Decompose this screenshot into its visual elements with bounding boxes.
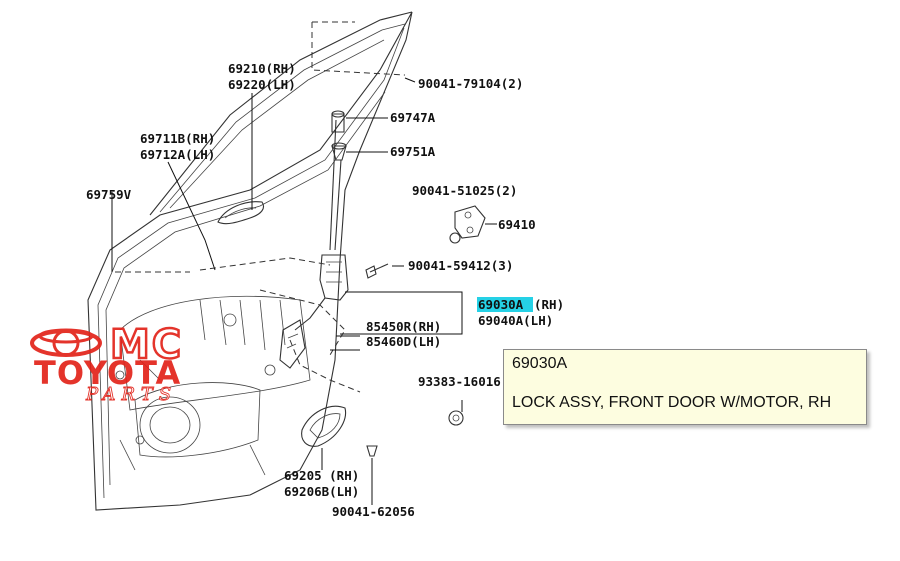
inside-handle — [301, 405, 378, 457]
part-labels: 69210(RH) 69220(LH) 90041-79104(2) 69747… — [86, 61, 564, 519]
label-69030a-side: (RH) — [534, 297, 564, 312]
dashed-guides — [115, 21, 406, 393]
label-69711b[interactable]: 69711B(RH) — [140, 131, 215, 146]
label-69040a[interactable]: 69040A(LH) — [478, 313, 553, 328]
lock-screw — [365, 263, 389, 279]
outside-handle — [217, 201, 265, 225]
leader-lines — [111, 77, 497, 505]
toyota-mc-logo: MC TOYOTA PARTS — [30, 321, 183, 405]
label-93383-16016[interactable]: 93383-16016 — [418, 374, 501, 389]
rod-clips — [331, 110, 347, 161]
grommet — [448, 410, 464, 426]
label-85450r[interactable]: 85450R(RH) — [366, 319, 441, 334]
label-69410[interactable]: 69410 — [498, 217, 536, 232]
logo-brand-text: TOYOTA — [34, 354, 181, 392]
label-69220[interactable]: 69220(LH) — [228, 77, 296, 92]
label-69206b[interactable]: 69206B(LH) — [284, 484, 359, 499]
label-85460d[interactable]: 85460D(LH) — [366, 334, 441, 349]
lock-assembly — [279, 119, 349, 369]
part-tooltip: 69030A LOCK ASSY, FRONT DOOR W/MOTOR, RH — [503, 349, 867, 425]
label-90041-79104[interactable]: 90041-79104(2) — [418, 76, 523, 91]
door-outline — [87, 11, 413, 511]
label-69759v[interactable]: 69759V — [86, 187, 132, 202]
label-90041-62056[interactable]: 90041-62056 — [332, 504, 415, 519]
label-69210[interactable]: 69210(RH) — [228, 61, 296, 76]
tooltip-part-description: LOCK ASSY, FRONT DOOR W/MOTOR, RH — [512, 394, 832, 411]
toyota-emblem-icon — [30, 328, 102, 357]
logo-parts-text: PARTS — [85, 384, 177, 405]
label-90041-59412[interactable]: 90041-59412(3) — [408, 258, 513, 273]
label-90041-51025[interactable]: 90041-51025(2) — [412, 183, 517, 198]
label-69030a[interactable]: 69030A — [478, 297, 524, 312]
label-69205[interactable]: 69205 (RH) — [284, 468, 359, 483]
logo-mc-text: MC — [110, 322, 183, 368]
tooltip-part-number: 69030A — [512, 355, 568, 372]
label-69712a[interactable]: 69712A(LH) — [140, 147, 215, 162]
door-striker — [449, 205, 486, 244]
highlight-69030a — [477, 297, 533, 312]
label-69747a[interactable]: 69747A — [390, 110, 436, 125]
label-69751a[interactable]: 69751A — [390, 144, 436, 159]
